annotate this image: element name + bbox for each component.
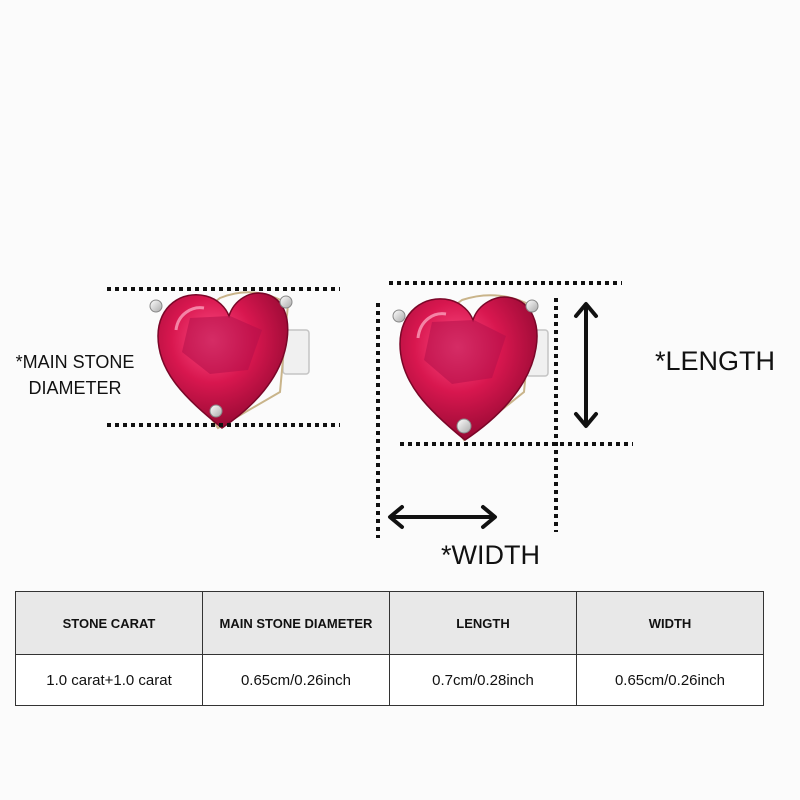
cell-stone-carat: 1.0 carat+1.0 carat — [15, 654, 203, 706]
main-stone-diameter-label: *MAIN STONE DIAMETER — [0, 349, 150, 401]
width-label: *WIDTH — [441, 540, 540, 570]
cell-main-stone-diameter: 0.65cm/0.26inch — [202, 654, 390, 706]
header-length: LENGTH — [389, 591, 577, 655]
cell-length: 0.7cm/0.28inch — [389, 654, 577, 706]
measurement-guides — [107, 281, 633, 538]
left-stone-facet — [182, 316, 262, 374]
spec-table-header-row: STONE CARAT MAIN STONE DIAMETER LENGTH W… — [15, 591, 764, 655]
left-prong-top-right — [279, 295, 293, 309]
main-stone-label-line1: *MAIN STONE — [15, 352, 135, 372]
right-prong-bottom — [456, 418, 472, 434]
table-row: 1.0 carat+1.0 carat 0.65cm/0.26inch 0.7c… — [15, 654, 764, 706]
right-earring — [392, 294, 549, 442]
main-stone-label-line2: DIAMETER — [28, 378, 122, 398]
right-stone-facet — [424, 320, 506, 384]
header-stone-carat: STONE CARAT — [15, 591, 203, 655]
cell-width: 0.65cm/0.26inch — [576, 654, 764, 706]
right-stone-highlight — [416, 312, 447, 339]
right-prong-top-left — [392, 309, 406, 323]
length-label: *LENGTH — [655, 346, 776, 376]
left-earring — [149, 291, 310, 430]
header-main-stone-diameter: MAIN STONE DIAMETER — [202, 591, 390, 655]
right-prong-top-right — [525, 299, 539, 313]
left-prong-bottom — [209, 404, 223, 418]
left-prong-top-left — [149, 299, 163, 313]
left-stone-highlight — [174, 306, 205, 331]
length-arrow — [574, 302, 598, 428]
header-width: WIDTH — [576, 591, 764, 655]
width-arrow — [388, 505, 497, 529]
spec-table: STONE CARAT MAIN STONE DIAMETER LENGTH W… — [15, 591, 764, 706]
